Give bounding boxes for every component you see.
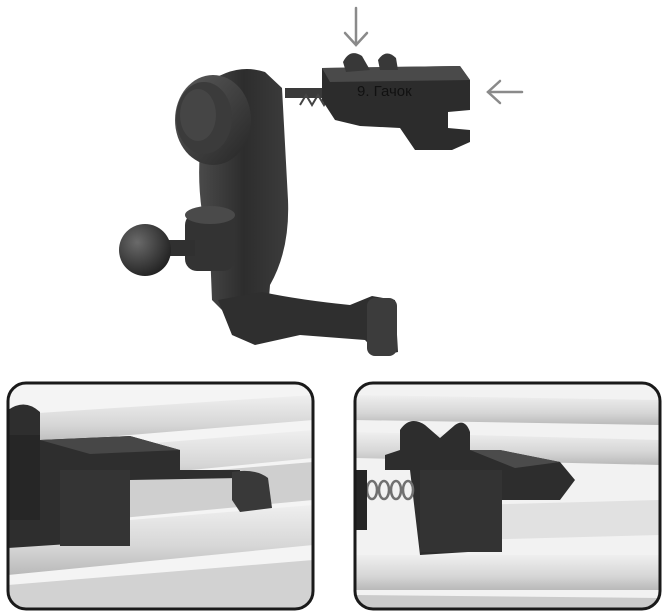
down-arrow-icon (343, 6, 369, 47)
bottom-hook-arm (218, 292, 398, 356)
hook-callout-label: 9. Гачок (357, 83, 412, 100)
top-clamp-hook (322, 53, 470, 150)
detail-panel-right (353, 381, 662, 611)
vent-mount-product: 9. Гачок (119, 53, 470, 356)
ball-joint (119, 224, 171, 276)
ball-neck (185, 213, 235, 271)
detail-panel-left (6, 381, 315, 611)
left-arrow-icon (486, 79, 524, 105)
